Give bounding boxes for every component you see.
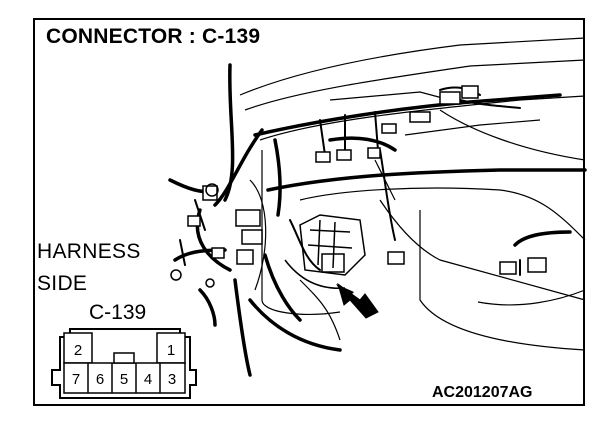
pin-label-1: 1	[167, 342, 175, 359]
pointer-arrow	[336, 282, 379, 319]
pin-row-bottom	[63, 362, 186, 394]
pin-label-3: 3	[168, 371, 176, 388]
connector-blocks	[187, 85, 547, 275]
pin-label-4: 4	[144, 371, 152, 388]
central-connector-cluster	[170, 183, 366, 289]
connector-id-label: C-139	[89, 301, 147, 324]
figure-code: AC201207AG	[432, 384, 533, 401]
harness-side-label-line1: HARNESS	[37, 240, 141, 263]
dashboard-outline	[239, 37, 586, 351]
pin-label-2: 2	[74, 342, 82, 359]
harness-side-label-line2: SIDE	[37, 272, 88, 295]
pin-label-7: 7	[72, 371, 80, 388]
lock-tab	[113, 352, 135, 364]
pin-cell-2	[63, 332, 93, 364]
connector-face-diagram: 2 1 7 6 5 4 3	[51, 328, 197, 399]
wiring-harness	[168, 63, 587, 377]
pin-label-6: 6	[96, 371, 104, 388]
pin-label-5: 5	[120, 371, 128, 388]
page-title: CONNECTOR : C-139	[46, 25, 261, 48]
